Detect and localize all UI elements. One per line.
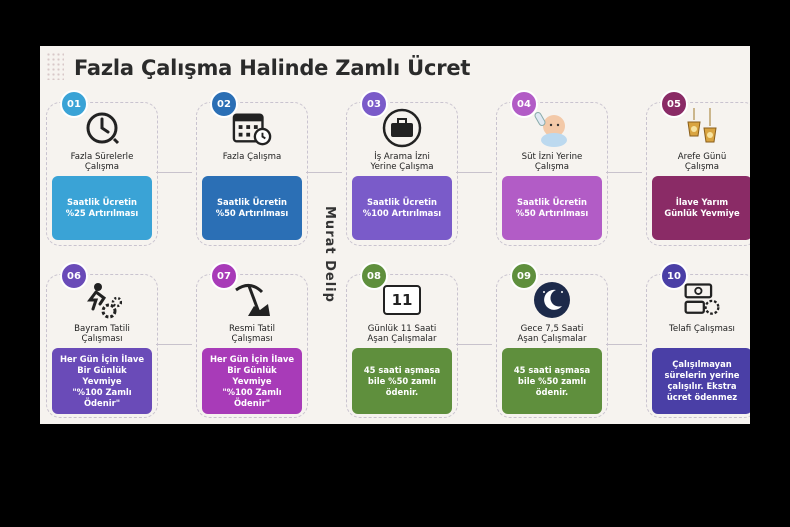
pickaxe-icon	[232, 280, 272, 320]
step-label: Bayram Tatili Çalışması	[74, 324, 130, 344]
step-number-badge: 09	[510, 262, 538, 290]
step-description-box: Çalışılmayan sürelerin yerine çalışılır.…	[652, 348, 750, 414]
step-description-box: Saatlik Ücretin %25 Artırılması	[52, 176, 152, 240]
step-card	[496, 102, 608, 246]
running-gears-icon	[82, 280, 122, 320]
baby-icon	[532, 108, 572, 148]
connector-line	[156, 172, 192, 173]
connector-line	[606, 344, 642, 345]
connector-line	[156, 344, 192, 345]
step-label: Arefe Günü Çalışma	[677, 152, 727, 172]
step-number-badge: 05	[660, 90, 688, 118]
step-label: Resmi Tatil Çalışması	[228, 324, 276, 344]
calendar-clock-icon	[232, 108, 272, 148]
step-description-box: Saatlik Ücretin %50 Artırılması	[502, 176, 602, 240]
step-number-badge: 03	[360, 90, 388, 118]
step-label: Günlük 11 Saati Aşan Çalışmalar	[367, 324, 437, 344]
step-number-badge: 07	[210, 262, 238, 290]
step-number-badge: 10	[660, 262, 688, 290]
step-card	[46, 102, 158, 246]
step-number-badge: 01	[60, 90, 88, 118]
step-card	[496, 274, 608, 418]
moon-stars-icon	[532, 280, 572, 320]
step-label: İş Arama İzni Yerine Çalışma	[370, 152, 434, 172]
clock-icon	[82, 108, 122, 148]
step-label: Gece 7,5 Saati Aşan Çalışmalar	[517, 324, 587, 344]
connector-line	[456, 172, 492, 173]
step-card	[346, 102, 458, 246]
decorative-dots	[46, 52, 64, 80]
money-icon	[682, 280, 722, 320]
page-title: Fazla Çalışma Halinde Zamlı Ücret	[74, 56, 471, 80]
connector-line	[456, 344, 492, 345]
step-number-badge: 06	[60, 262, 88, 290]
step-description-box: Saatlik Ücretin %100 Artırılması	[352, 176, 452, 240]
step-number-badge: 04	[510, 90, 538, 118]
step-description-box: Her Gün İçin İlave Bir Günlük Yevmiye "%…	[202, 348, 302, 414]
connector-line	[606, 172, 642, 173]
step-description-box: İlave Yarım Günlük Yevmiye	[652, 176, 750, 240]
icon-number: 11	[383, 285, 421, 315]
step-card	[196, 102, 308, 246]
step-card	[646, 102, 750, 246]
infographic-panel: Fazla Çalışma Halinde Zamlı Ücret Murat …	[40, 46, 750, 424]
step-card	[646, 274, 750, 418]
author-name: Murat Delip	[322, 206, 337, 303]
number-11-icon: 11	[382, 280, 422, 320]
step-description-box: Saatlik Ücretin %50 Artırılması	[202, 176, 302, 240]
step-label: Telafi Çalışması	[669, 324, 735, 334]
step-label: Fazla Sürelerle Çalışma	[70, 152, 134, 172]
step-description-box: 45 saati aşmasa bile %50 zamlı ödenir.	[352, 348, 452, 414]
step-description-box: Her Gün İçin İlave Bir Günlük Yevmiye "%…	[52, 348, 152, 414]
step-card	[196, 274, 308, 418]
lanterns-icon	[682, 108, 722, 148]
step-card	[46, 274, 158, 418]
step-label: Süt İzni Yerine Çalışma	[521, 152, 583, 172]
briefcase-icon	[382, 108, 422, 148]
step-card	[346, 274, 458, 418]
step-number-badge: 02	[210, 90, 238, 118]
connector-line	[306, 172, 342, 173]
step-label: Fazla Çalışma	[222, 152, 282, 162]
step-description-box: 45 saati aşmasa bile %50 zamlı ödenir.	[502, 348, 602, 414]
